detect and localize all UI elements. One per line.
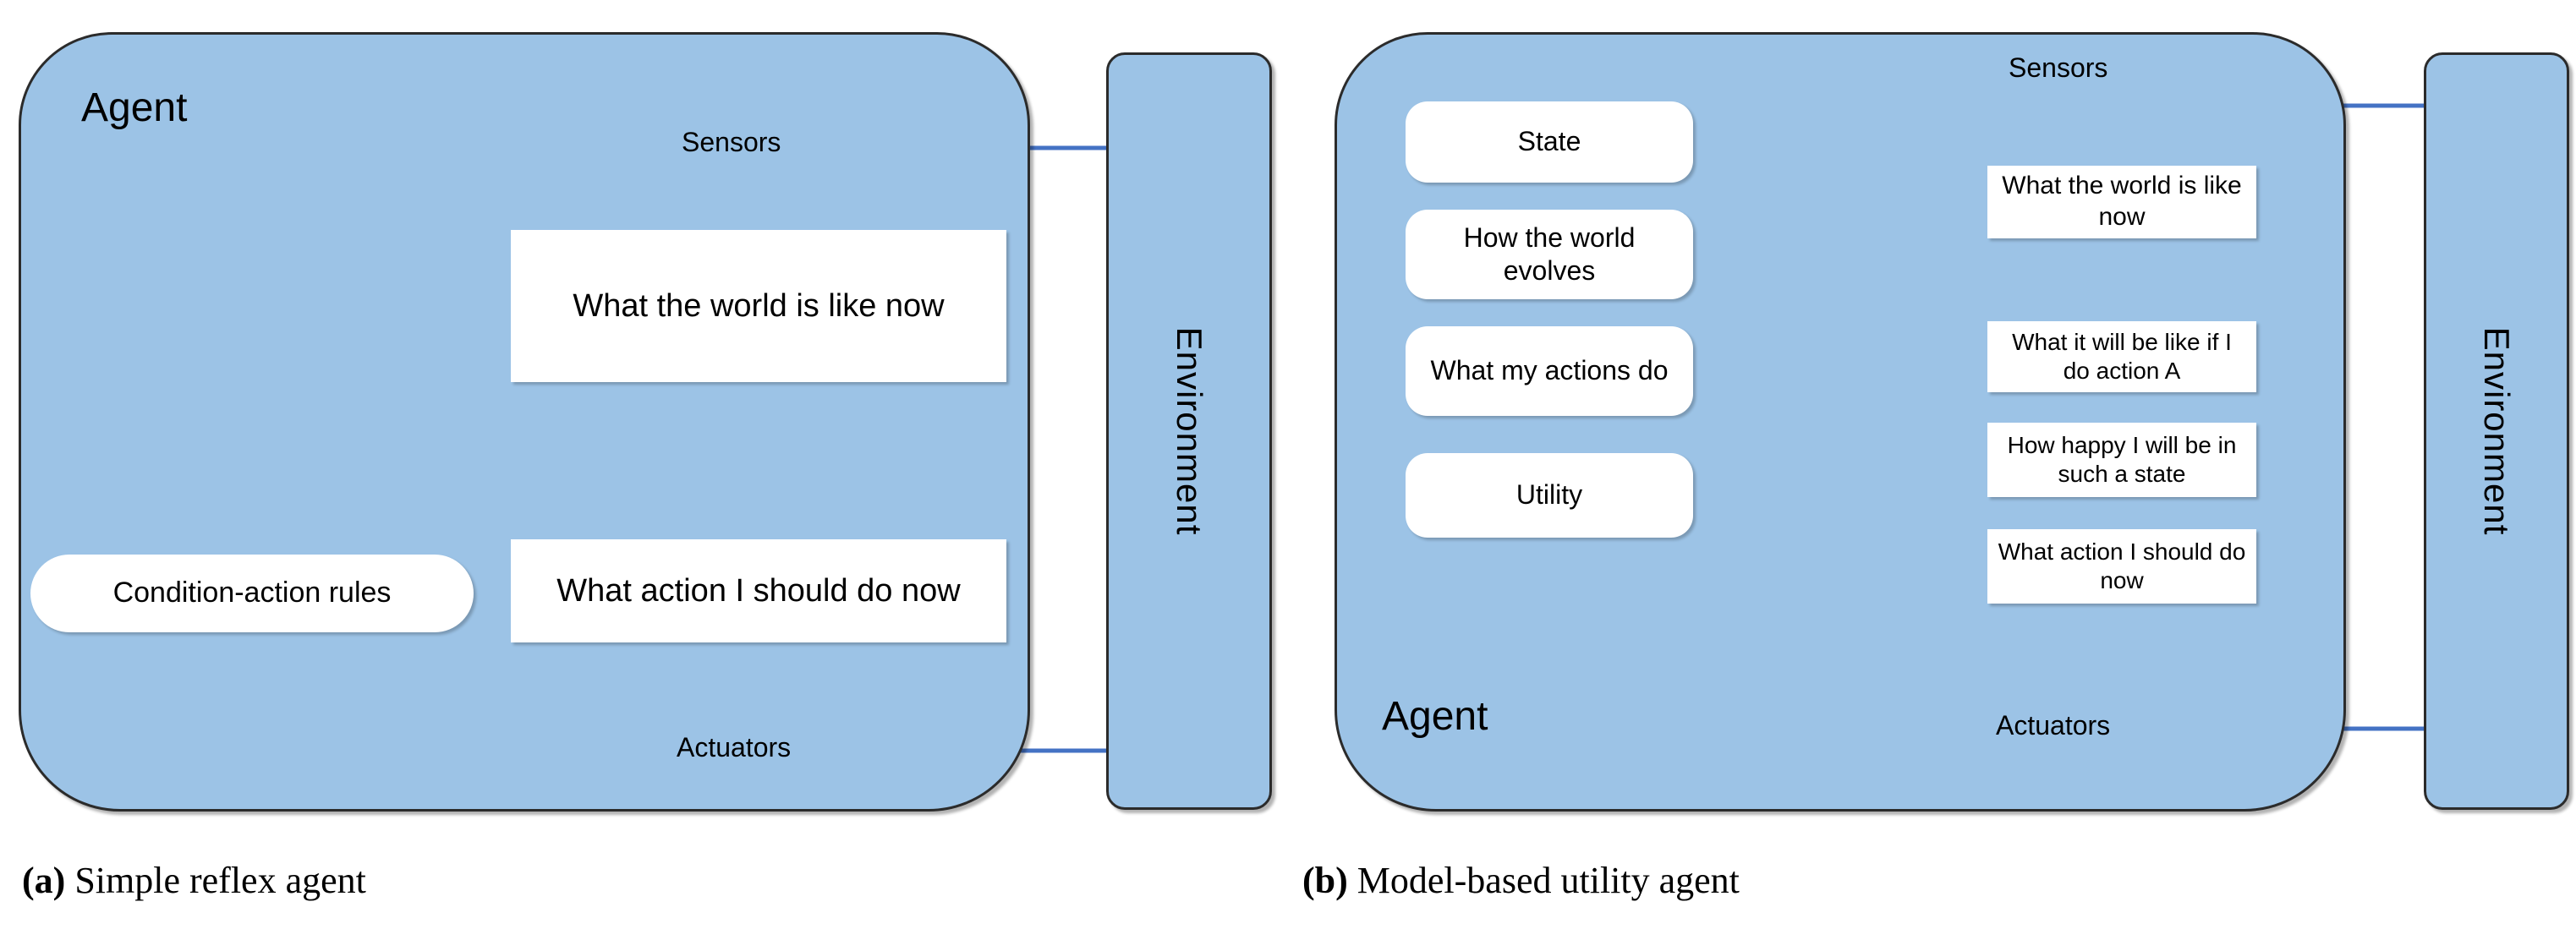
box-world-now-a: What the world is like now: [511, 230, 1006, 382]
box-label: How happy I will be in such a state: [2007, 431, 2237, 487]
caption-b: (b) Model-based utility agent: [1302, 859, 1740, 902]
caption-b-marker: (b): [1302, 860, 1348, 901]
actuators-label-b: Actuators: [1996, 710, 2111, 741]
box-if-action-a-b: What it will be like if I do action A: [1987, 321, 2256, 392]
caption-a-marker: (a): [22, 860, 66, 901]
box-label: What it will be like if I do action A: [2012, 328, 2232, 384]
box-label: What action I should do now: [556, 572, 961, 609]
environment-label-b: Environment: [2477, 326, 2517, 536]
box-label: What action I should do now: [1998, 538, 2246, 593]
box-how-happy-b: How happy I will be in such a state: [1987, 423, 2256, 497]
environment-bar-b: Environment: [2424, 52, 2569, 810]
sensors-label-b: Sensors: [2009, 52, 2108, 83]
agent-title-a: Agent: [81, 85, 188, 130]
box-label: What the world is like now: [573, 287, 945, 324]
box-utility-b: Utility: [1406, 453, 1693, 538]
box-label: How the world evolves: [1463, 221, 1636, 286]
agent-title-b: Agent: [1382, 694, 1488, 739]
caption-a-text: Simple reflex agent: [65, 860, 366, 901]
box-label: Utility: [1515, 479, 1583, 511]
box-state-b: State: [1406, 101, 1693, 183]
box-label: State: [1517, 126, 1581, 157]
environment-bar-a: Environment: [1106, 52, 1272, 810]
box-label: What my actions do: [1430, 355, 1669, 386]
box-what-my-actions-do-b: What my actions do: [1406, 326, 1693, 416]
box-label: Condition-action rules: [112, 577, 392, 609]
box-label: What the world is like now: [2002, 172, 2242, 231]
agent-panel-a: [19, 32, 1030, 812]
box-action-now-a: What action I should do now: [511, 539, 1006, 642]
caption-a: (a) Simple reflex agent: [22, 859, 366, 902]
box-world-now-b: What the world is like now: [1987, 166, 2256, 238]
caption-b-text: Model-based utility agent: [1347, 860, 1740, 901]
box-how-world-evolves-b: How the world evolves: [1406, 210, 1693, 299]
environment-label-a: Environment: [1170, 326, 1209, 536]
actuators-label-a: Actuators: [677, 732, 792, 762]
box-action-now-b: What action I should do now: [1987, 529, 2256, 604]
box-condition-action-rules-a: Condition-action rules: [30, 555, 474, 632]
sensors-label-a: Sensors: [682, 127, 781, 157]
